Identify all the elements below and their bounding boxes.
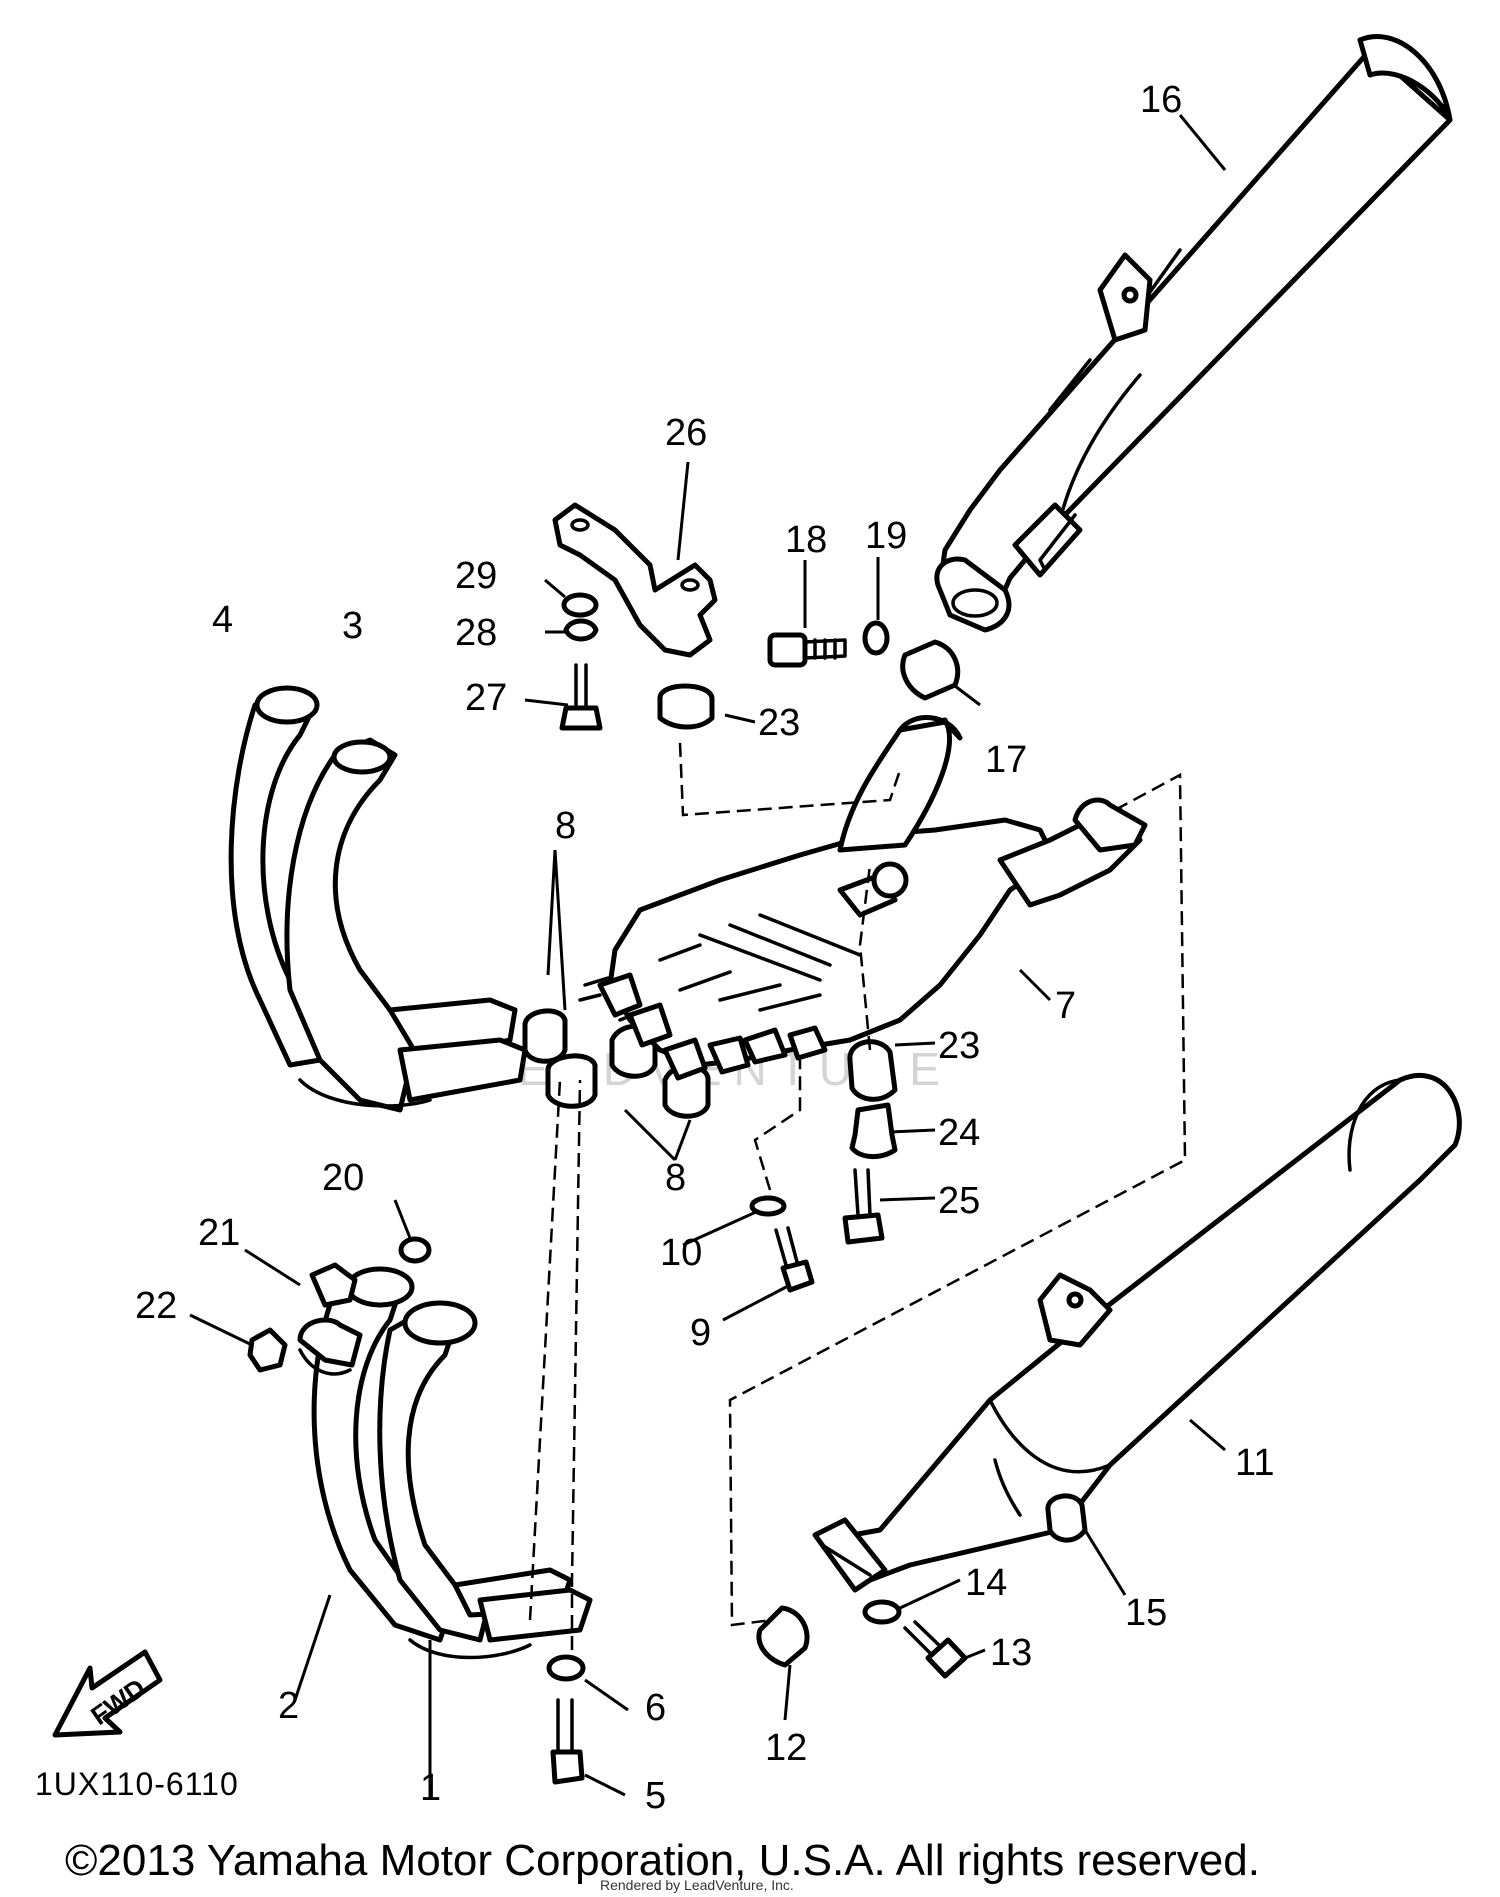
rendered-by: Rendered by LeadVenture, Inc. (600, 1877, 794, 1893)
part-22-nut (247, 1327, 288, 1373)
assembly-lines (528, 742, 1187, 1650)
callout-16: 16 (1140, 79, 1182, 121)
callout-20: 20 (322, 1157, 364, 1199)
fwd-arrow-icon: FWD (52, 1649, 163, 1738)
callout-19: 19 (865, 515, 907, 557)
callout-15: 15 (1125, 1592, 1167, 1634)
part-29-cushion (561, 592, 599, 618)
part-23-grommet-top (657, 683, 715, 730)
part-21-clamp (309, 1262, 358, 1308)
part-9-bolt (774, 1226, 815, 1293)
part-27-bolt (559, 663, 603, 731)
callout-21: 21 (198, 1212, 240, 1254)
callout-12: 12 (765, 1727, 807, 1769)
callout-26: 26 (665, 412, 707, 454)
copyright: ©2013 Yamaha Motor Corporation, U.S.A. A… (65, 1836, 1260, 1885)
callout-17: 17 (985, 739, 1027, 781)
callout-24: 24 (938, 1112, 980, 1154)
muffler-upper (934, 34, 1453, 633)
part-6-washer (546, 1654, 586, 1682)
part-19-washer (862, 620, 890, 656)
callout-18: 18 (785, 519, 827, 561)
callout-leaders (189, 114, 1227, 1800)
callout-29: 29 (455, 555, 497, 597)
callout-14: 14 (965, 1562, 1007, 1604)
part-23-grommet-lower (847, 1039, 898, 1102)
callout-10: 10 (660, 1232, 702, 1274)
part-5-bolt (550, 1698, 585, 1785)
part-10-washer (749, 1195, 787, 1217)
part-14-washer (862, 1599, 902, 1625)
callout-3: 3 (342, 605, 363, 647)
part-7-collector (578, 715, 1148, 1081)
callout-23b: 23 (938, 1025, 980, 1067)
part-code: 1UX110-6110 (35, 1766, 239, 1802)
callout-8b: 8 (665, 1157, 686, 1199)
part-13-bolt (903, 1620, 968, 1679)
callout-13: 13 (990, 1632, 1032, 1674)
part-12-gasket (756, 1605, 810, 1668)
pipes-1-2 (297, 1266, 593, 1660)
part-17-gasket (900, 639, 961, 701)
callout-22: 22 (135, 1285, 177, 1327)
callout-28: 28 (455, 612, 497, 654)
part-15-cushion (1045, 1493, 1088, 1543)
callout-1: 1 (420, 1767, 441, 1809)
callout-9: 9 (690, 1312, 711, 1354)
part-11-muffler-lower (812, 1072, 1462, 1593)
part-28-collar (563, 618, 599, 642)
callout-8a: 8 (555, 805, 576, 847)
pipes-3-4 (228, 685, 528, 1113)
callout-11: 11 (1235, 1442, 1274, 1484)
part-18-bolt (767, 632, 847, 668)
callout-5: 5 (645, 1775, 666, 1817)
part-26-bracket (552, 502, 718, 658)
callout-numbers: 1 2 3 4 5 6 7 8 8 9 10 11 12 13 14 15 16… (135, 79, 1274, 1817)
part-24-spacer (849, 1102, 898, 1159)
callout-23a: 23 (758, 702, 800, 744)
callout-27: 27 (465, 677, 507, 719)
part-25-bolt (842, 1168, 885, 1245)
callout-7: 7 (1055, 985, 1076, 1027)
callout-4: 4 (212, 599, 233, 641)
callout-2: 2 (278, 1685, 299, 1727)
callout-6: 6 (645, 1687, 666, 1729)
part-20-washer (398, 1236, 432, 1264)
callout-25: 25 (938, 1180, 980, 1222)
